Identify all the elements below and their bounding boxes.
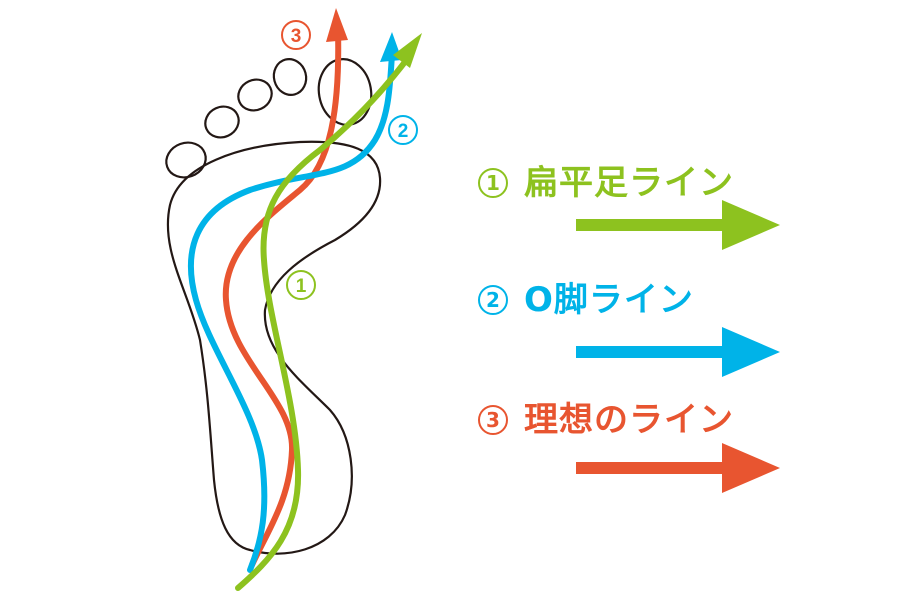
legend-item-flatfoot: 1 扁平足ライン — [478, 166, 734, 200]
legend-item-bowleg: 2 O脚ライン — [478, 283, 694, 317]
legend-number-1: 1 — [478, 168, 508, 198]
toe-little — [165, 141, 207, 179]
svg-text:1: 1 — [296, 276, 307, 297]
ideal-legend-arrow-icon — [576, 443, 780, 493]
toe-second — [272, 58, 308, 96]
marker-1: 1 — [286, 270, 316, 300]
legend-label-bowleg: O脚ライン — [524, 280, 694, 320]
flatfoot-line — [235, 33, 422, 591]
ideal-arrowhead-icon — [326, 8, 348, 42]
ideal-line — [222, 8, 348, 568]
svg-text:2: 2 — [398, 121, 409, 142]
toe-fourth — [204, 105, 240, 139]
legend-number-2: 2 — [478, 285, 508, 315]
legend-item-ideal: 3 理想のライン — [478, 403, 734, 437]
toe-big — [317, 58, 373, 126]
marker-3: 3 — [281, 20, 311, 50]
toe-third — [237, 78, 273, 112]
marker-2: 2 — [388, 115, 418, 145]
bowleg-legend-arrow-icon — [576, 327, 780, 377]
legend-label-flatfoot: 扁平足ライン — [524, 163, 734, 203]
svg-text:3: 3 — [291, 26, 302, 47]
foot-outline — [165, 58, 382, 555]
flatfoot-arrowhead-icon — [393, 33, 422, 68]
flatfoot-legend-arrow-icon — [576, 200, 780, 250]
legend-label-ideal: 理想のライン — [524, 400, 734, 440]
sole-outline — [166, 140, 382, 555]
legend-number-3: 3 — [478, 405, 508, 435]
